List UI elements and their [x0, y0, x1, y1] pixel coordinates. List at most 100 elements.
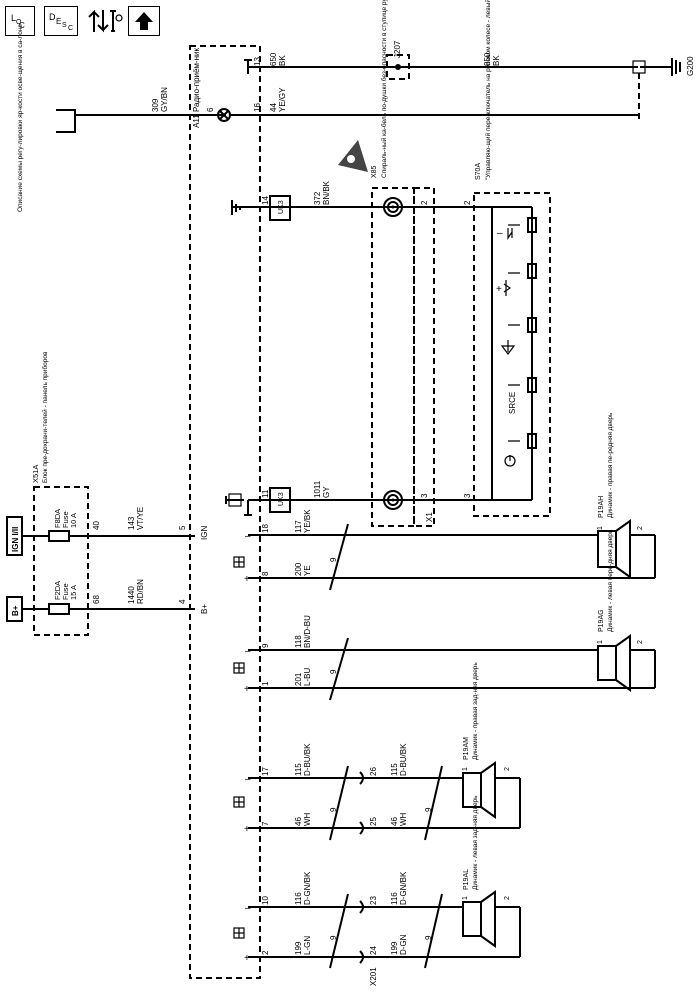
svg-text:118: 118 — [294, 635, 303, 648]
svg-text:115: 115 — [390, 763, 399, 776]
speaker-lr-circuit: 10 116 D-GN/BK 2 199 L-GN 9 23 24 116 D-… — [248, 795, 521, 986]
svg-text:–: – — [245, 903, 251, 914]
svg-text:40: 40 — [92, 521, 101, 530]
svg-text:1011: 1011 — [313, 480, 322, 498]
svg-text:15 A: 15 A — [69, 585, 78, 600]
svg-text:C: C — [19, 21, 25, 30]
speaker-lf-body — [597, 645, 617, 681]
svg-text:201: 201 — [294, 672, 303, 686]
svg-text:1: 1 — [597, 640, 604, 644]
speaker-icon-group — [233, 556, 245, 939]
svg-text:Fuse: Fuse — [61, 511, 70, 528]
svg-text:17: 17 — [261, 767, 270, 776]
svg-text:YE: YE — [303, 565, 312, 576]
svg-text:BN/BK: BN/BK — [322, 180, 331, 205]
svg-text:4: 4 — [178, 599, 187, 604]
fuse-block: X51A Блок пре-дохрани-телей - панель при… — [6, 351, 209, 636]
svg-text:VT/YE: VT/YE — [136, 507, 145, 530]
note-text: Описание схемы регу-лировки яр-кости осв… — [17, 24, 24, 212]
svg-text:D-GN/BK: D-GN/BK — [399, 871, 408, 905]
speaker-lf-circuit: 9 118 BN/D-BU 1 201 L-BU 9 1 2 P19AG Дин… — [248, 529, 656, 701]
wire-13-ground-path: 13 650 BK J207 850 BK G200 — [244, 40, 695, 120]
svg-text:117: 117 — [294, 520, 303, 533]
x85-label: X85 — [371, 165, 378, 178]
svg-text:P19AL: P19AL — [463, 869, 470, 890]
svg-text:2: 2 — [463, 200, 472, 205]
svg-text:–: – — [245, 646, 251, 657]
svg-text:P19AM: P19AM — [463, 737, 470, 760]
svg-text:IGN I/II: IGN I/II — [11, 527, 20, 552]
svg-text:200: 200 — [294, 562, 303, 576]
svg-text:7: 7 — [261, 821, 270, 826]
svg-text:Fuse: Fuse — [61, 583, 70, 600]
svg-text:BN/D-BU: BN/D-BU — [303, 615, 312, 648]
svg-text:650: 650 — [269, 52, 278, 66]
speaker-rf-circuit: 18 117 YE/BK 8 200 YE 9 1 2 P19AH Динами… — [248, 412, 656, 591]
svg-text:9: 9 — [261, 643, 270, 648]
svg-text:8: 8 — [261, 571, 270, 576]
fuse-block-box — [33, 486, 89, 636]
svg-text:115: 115 — [294, 763, 303, 776]
svg-text:L-BU: L-BU — [303, 668, 312, 686]
splice-j207 — [386, 54, 410, 80]
svg-text:1: 1 — [462, 896, 469, 900]
svg-text:26: 26 — [369, 767, 378, 776]
svg-text:S: S — [62, 22, 67, 29]
svg-text:9: 9 — [329, 935, 338, 940]
svg-text:UK3: UK3 — [278, 200, 285, 214]
speaker-lr-body — [462, 901, 482, 937]
svg-text:+: + — [244, 574, 250, 585]
svg-text:E: E — [56, 17, 61, 26]
svg-text:D-BU/BK: D-BU/BK — [399, 743, 408, 776]
up-arrow-icon[interactable] — [128, 6, 160, 36]
radio-box — [189, 45, 261, 979]
svg-text:6: 6 — [206, 107, 215, 112]
svg-text:143: 143 — [127, 516, 136, 530]
loc-glyph: LCO — [11, 13, 25, 30]
note-block: Описание схемы регу-лировки яр-кости осв… — [17, 24, 76, 212]
wire-6-16: 309 GY/BN 6 16 44 YE/GY — [75, 87, 639, 122]
svg-text:–: – — [497, 228, 503, 239]
wire-14: UK3 14 372 BN/BK 2 2 — [231, 180, 532, 221]
speaker-rr-circuit: 17 115 D-BU/BK 7 46 WH 9 26 25 115 D-BU/… — [248, 662, 521, 841]
svg-text:X201: X201 — [369, 967, 378, 986]
svg-text:O: O — [16, 19, 22, 26]
svg-text:1: 1 — [462, 767, 469, 771]
svg-text:B+: B+ — [11, 605, 20, 616]
svg-text:YE/GY: YE/GY — [278, 87, 287, 112]
svg-text:10 A: 10 A — [69, 513, 78, 528]
svg-text:2: 2 — [504, 767, 511, 771]
svg-text:3: 3 — [463, 493, 472, 498]
svg-text:1: 1 — [261, 681, 270, 686]
svg-text:P19AH: P19AH — [598, 496, 605, 518]
svg-text:5: 5 — [178, 525, 187, 530]
connector-x1-box — [413, 187, 435, 527]
svg-text:25: 25 — [369, 817, 378, 826]
svg-text:1: 1 — [597, 526, 604, 530]
lamp-symbol — [217, 108, 231, 122]
svg-text:WH: WH — [303, 812, 312, 826]
pin-13: 13 — [253, 57, 262, 66]
svg-text:+: + — [244, 684, 250, 695]
polarity-marks: – + – + – + – + — [244, 531, 251, 964]
arrows-tools-icon[interactable] — [86, 6, 124, 36]
ground-label: G200 — [686, 56, 695, 76]
svg-text:GY/BN: GY/BN — [160, 87, 169, 112]
svg-text:116: 116 — [294, 892, 303, 905]
svg-text:16: 16 — [253, 103, 262, 112]
svg-text:X1: X1 — [425, 512, 434, 522]
svg-text:+: + — [496, 284, 502, 295]
svg-text:9: 9 — [424, 935, 433, 940]
svg-text:199: 199 — [390, 941, 399, 955]
svg-text:10: 10 — [261, 896, 270, 905]
svg-text:18: 18 — [261, 524, 270, 533]
svg-text:Блок пре-дохрани-телей - панел: Блок пре-дохрани-телей - панель приборов — [41, 351, 49, 483]
svg-text:–: – — [245, 774, 251, 785]
svg-text:Динамик - правая зад-няя дверь: Динамик - правая зад-няя дверь — [472, 662, 479, 760]
svg-text:WH: WH — [399, 812, 408, 826]
svg-text:GY: GY — [322, 486, 331, 498]
svg-text:X51A: X51A — [31, 465, 40, 483]
